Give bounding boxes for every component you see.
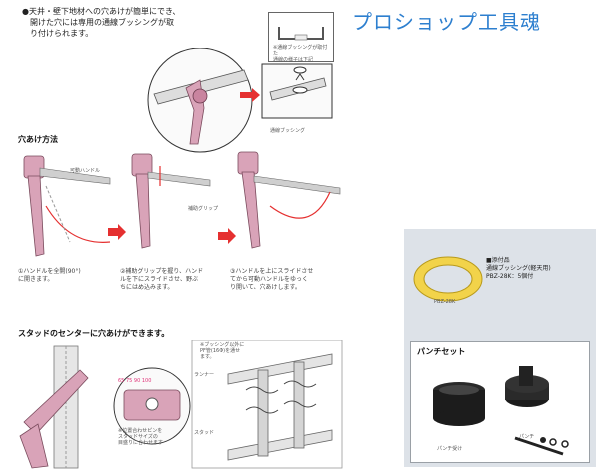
pf-note: ※ブッシング以外に PF管(16Φ)を通せ ます。 <box>200 342 280 360</box>
grip-label: 補助グリップ <box>188 206 219 212</box>
intro-line-3: り付けられます。 <box>30 29 94 38</box>
punch-set-card: パンチセット パンチ受け パンチ <box>410 341 590 463</box>
intro-line-1: ●天井・壁下地材への穴あけが簡単にでき、 <box>22 7 181 16</box>
pf-note-2: PF管(16Φ)を通せ <box>200 348 241 354</box>
accessory-line-2: PBZ-28K：5個付 <box>486 273 534 280</box>
shop-name: プロショップ工具魂 <box>352 10 541 34</box>
intro-text: ●天井・壁下地材への穴あけが簡単にでき、 開けた穴には専用の通線ブッシングが取 … <box>22 6 262 39</box>
box-note-1: ※通線ブッシングが取付た <box>273 45 328 57</box>
punch-receiver-label: パンチ受け <box>437 446 463 452</box>
step-1-line-1: ①ハンドルを全開(90°) <box>18 268 81 275</box>
stud-illustration <box>19 340 343 469</box>
stud-label: スタッド <box>194 430 215 436</box>
ceiling-punch-illustration <box>147 48 333 153</box>
pin-note: ※位置合わせピンを スタッドサイズの 目盛りに合わせます <box>118 428 188 446</box>
accessory-panel: PBZ-28K ■添付品 通線ブッシング(軽天用) PBZ-28K：5個付 パン… <box>404 229 596 467</box>
step-3-line-2: てから可動ハンドルをゆっく <box>230 276 309 283</box>
bushing-model: PBZ-28K <box>434 299 456 305</box>
step-3-caption: ③ハンドルを上にスライドさせ てから可動ハンドルをゆっく り開いて、穴あけします… <box>230 268 350 292</box>
accessory-text: ■添付品 通線ブッシング(軽天用) PBZ-28K：5個付 <box>486 257 594 281</box>
pf-note-3: ます。 <box>200 354 215 360</box>
punch-label: パンチ <box>519 434 535 440</box>
punch-set-title: パンチセット <box>417 347 466 356</box>
handle-label: 可動ハンドル <box>70 168 101 174</box>
box-note-2: 通線の様子は下記 <box>273 57 314 63</box>
step-1-caption: ①ハンドルを全開(90°) に開きます。 <box>18 268 118 284</box>
stud-scale: 65 75 90 100 <box>118 378 152 384</box>
bushing-label: 通線ブッシング <box>270 128 306 134</box>
arrow-right-icon <box>108 224 126 240</box>
intro-line-2: 開けた穴には専用の通線ブッシングが取 <box>30 18 174 27</box>
hole-method-title: 穴あけ方法 <box>18 135 58 144</box>
box-note: ※通線ブッシングが取付た 通線の様子は下記 <box>273 45 331 63</box>
arrow-right-icon <box>240 88 260 102</box>
bushing-detail-box: ※通線ブッシングが取付た 通線の様子は下記 <box>268 12 334 63</box>
hole-steps-illustration <box>23 151 341 257</box>
step-2-line-2: ルを下にスライドさせ、野ぶ <box>120 276 199 283</box>
pin-note-2: スタッドサイズの <box>118 434 158 440</box>
step-1-line-2: に開きます。 <box>18 276 54 283</box>
pin-note-3: 目盛りに合わせます <box>118 440 164 446</box>
accessory-line-1: 通線ブッシング(軽天用) <box>486 265 551 272</box>
stud-center-title: スタッドのセンターに穴あけができます。 <box>18 329 170 338</box>
bushing-image <box>413 256 483 302</box>
step-2-line-3: ちにはめ込みます。 <box>120 284 174 291</box>
pin-note-1: ※位置合わせピンを <box>118 428 163 434</box>
accessory-title: ■添付品 <box>486 257 510 264</box>
arrow-right-icon <box>218 228 236 244</box>
step-2-line-1: ②補助グリップを握り、ハンド <box>120 268 204 275</box>
step-3-line-3: り開いて、穴あけします。 <box>230 284 301 291</box>
runner-label: ランナー <box>194 372 215 378</box>
punch-set-image <box>433 366 569 456</box>
step-2-caption: ②補助グリップを握り、ハンド ルを下にスライドさせ、野ぶ ちにはめ込みます。 <box>120 268 228 292</box>
pf-note-1: ※ブッシング以外に <box>200 342 245 348</box>
ceiling-frame-illustration <box>278 27 324 41</box>
step-3-line-1: ③ハンドルを上にスライドさせ <box>230 268 314 275</box>
